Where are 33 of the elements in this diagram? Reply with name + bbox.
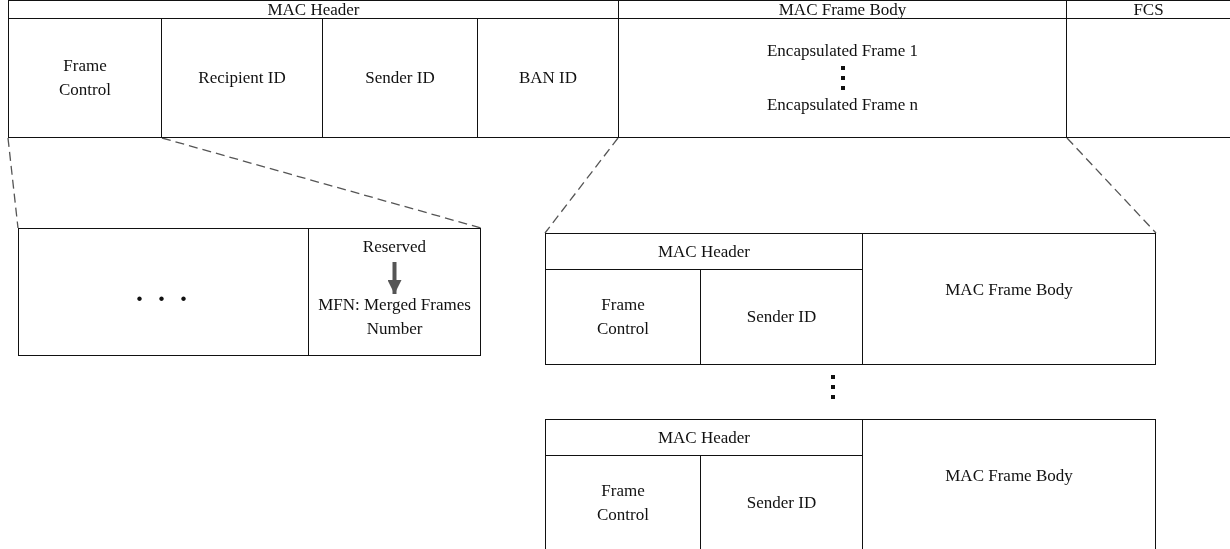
field-label: MAC Header bbox=[657, 426, 751, 449]
header-cell bbox=[8, 0, 619, 19]
field-label: BAN ID bbox=[518, 67, 578, 89]
frame-box bbox=[545, 419, 1156, 549]
field-label: Frame Control bbox=[596, 479, 650, 526]
expansion-line bbox=[544, 137, 619, 234]
field-label: Frame Control bbox=[58, 55, 112, 101]
field-label: MAC Header bbox=[267, 0, 360, 21]
field-label: Recipient ID bbox=[198, 67, 286, 89]
field-cell bbox=[8, 18, 162, 138]
expansion-line bbox=[7, 137, 19, 229]
field-label: . . . bbox=[136, 280, 191, 304]
field-label: Sender ID bbox=[746, 491, 817, 514]
field-label: MAC Frame Body bbox=[945, 465, 1073, 487]
field-label: Reserved bbox=[309, 235, 480, 261]
frame-box bbox=[545, 233, 1156, 365]
arrow bbox=[387, 262, 402, 294]
header-cell bbox=[618, 0, 1067, 19]
header-cell bbox=[546, 420, 863, 456]
field-label: FCS bbox=[1133, 0, 1164, 21]
field-label: MAC Frame Body bbox=[778, 0, 907, 21]
field-label: Encapsulated Frame n bbox=[766, 94, 919, 116]
field-label: MAC Frame Body bbox=[945, 279, 1073, 301]
field-label: MFN: Merged Frames Number bbox=[309, 293, 480, 345]
field-box bbox=[18, 228, 481, 356]
expansion-line bbox=[161, 137, 482, 229]
field-label: Sender ID bbox=[746, 305, 817, 328]
field-label: MAC Header bbox=[657, 240, 751, 263]
field-label: Frame Control bbox=[596, 293, 650, 340]
header-cell bbox=[546, 234, 863, 270]
field-label: Encapsulated Frame 1 bbox=[766, 40, 919, 62]
expansion-line bbox=[1066, 137, 1157, 234]
field-label: Sender ID bbox=[365, 67, 435, 89]
